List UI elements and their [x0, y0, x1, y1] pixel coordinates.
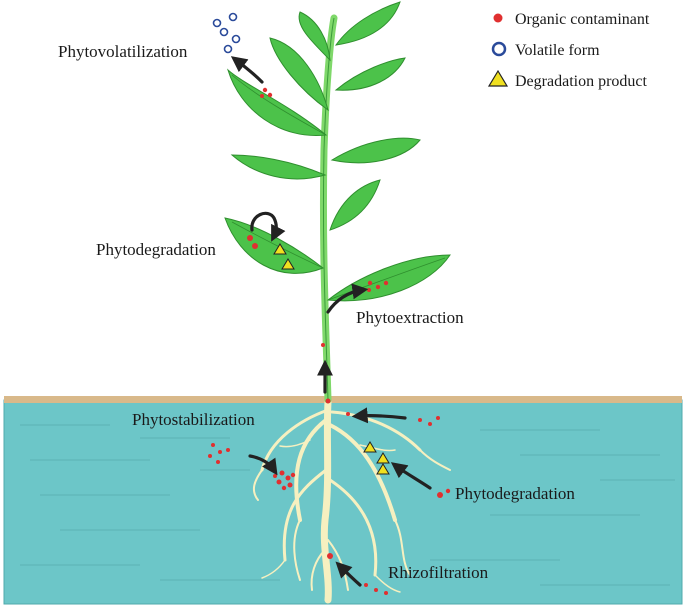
process-arrows: [230, 56, 432, 587]
arrow-root-degradation: [390, 462, 432, 490]
degradation-triangles: [273, 243, 390, 475]
arrow-root-uptake: [351, 407, 407, 424]
legend-contaminant-label: Organic contaminant: [515, 11, 650, 28]
plant-stem: [319, 14, 338, 404]
arrow-stabilization: [248, 454, 278, 476]
arrow-volatilization: [230, 56, 264, 84]
label-phytovolatilization: Phytovolatilization: [58, 42, 188, 61]
legend-contaminant-swatch: [493, 13, 503, 23]
volatile-circles: [212, 12, 241, 54]
label-rhizofiltration: Rhizofiltration: [388, 563, 489, 582]
label-phytostabilization: Phytostabilization: [132, 410, 255, 429]
contaminant-dots: [208, 87, 451, 595]
water-texture: [20, 424, 675, 586]
arrow-extraction: [326, 283, 369, 314]
leaves: [224, 1, 451, 302]
leaf-top-left: [298, 11, 331, 62]
legend-degradation-label: Degradation product: [515, 73, 648, 90]
label-phytodegradation-root: Phytodegradation: [455, 484, 575, 503]
label-phytoextraction: Phytoextraction: [356, 308, 464, 327]
root-system: [252, 398, 451, 604]
soil-surface: [4, 396, 682, 403]
leaf-lower-right-small: [329, 179, 381, 231]
legend-volatile-swatch: [491, 41, 507, 57]
leaf-upper-right: [334, 57, 406, 91]
label-phytodegradation-leaf: Phytodegradation: [96, 240, 216, 259]
leaf-top-right: [334, 1, 401, 46]
leaf-upper-left: [269, 37, 329, 112]
legend-volatile-label: Volatile form: [515, 42, 600, 59]
arrow-rhizofiltration: [335, 561, 362, 587]
legend-degradation-swatch: [487, 69, 509, 87]
arrow-leaf-degradation-cycle: [250, 211, 286, 242]
legend: Organic contaminant Volatile form Degrad…: [487, 11, 650, 90]
leaf-mid-right: [330, 137, 421, 164]
leaf-mid-left: [230, 154, 327, 180]
leaf-volatilization: [227, 68, 328, 137]
